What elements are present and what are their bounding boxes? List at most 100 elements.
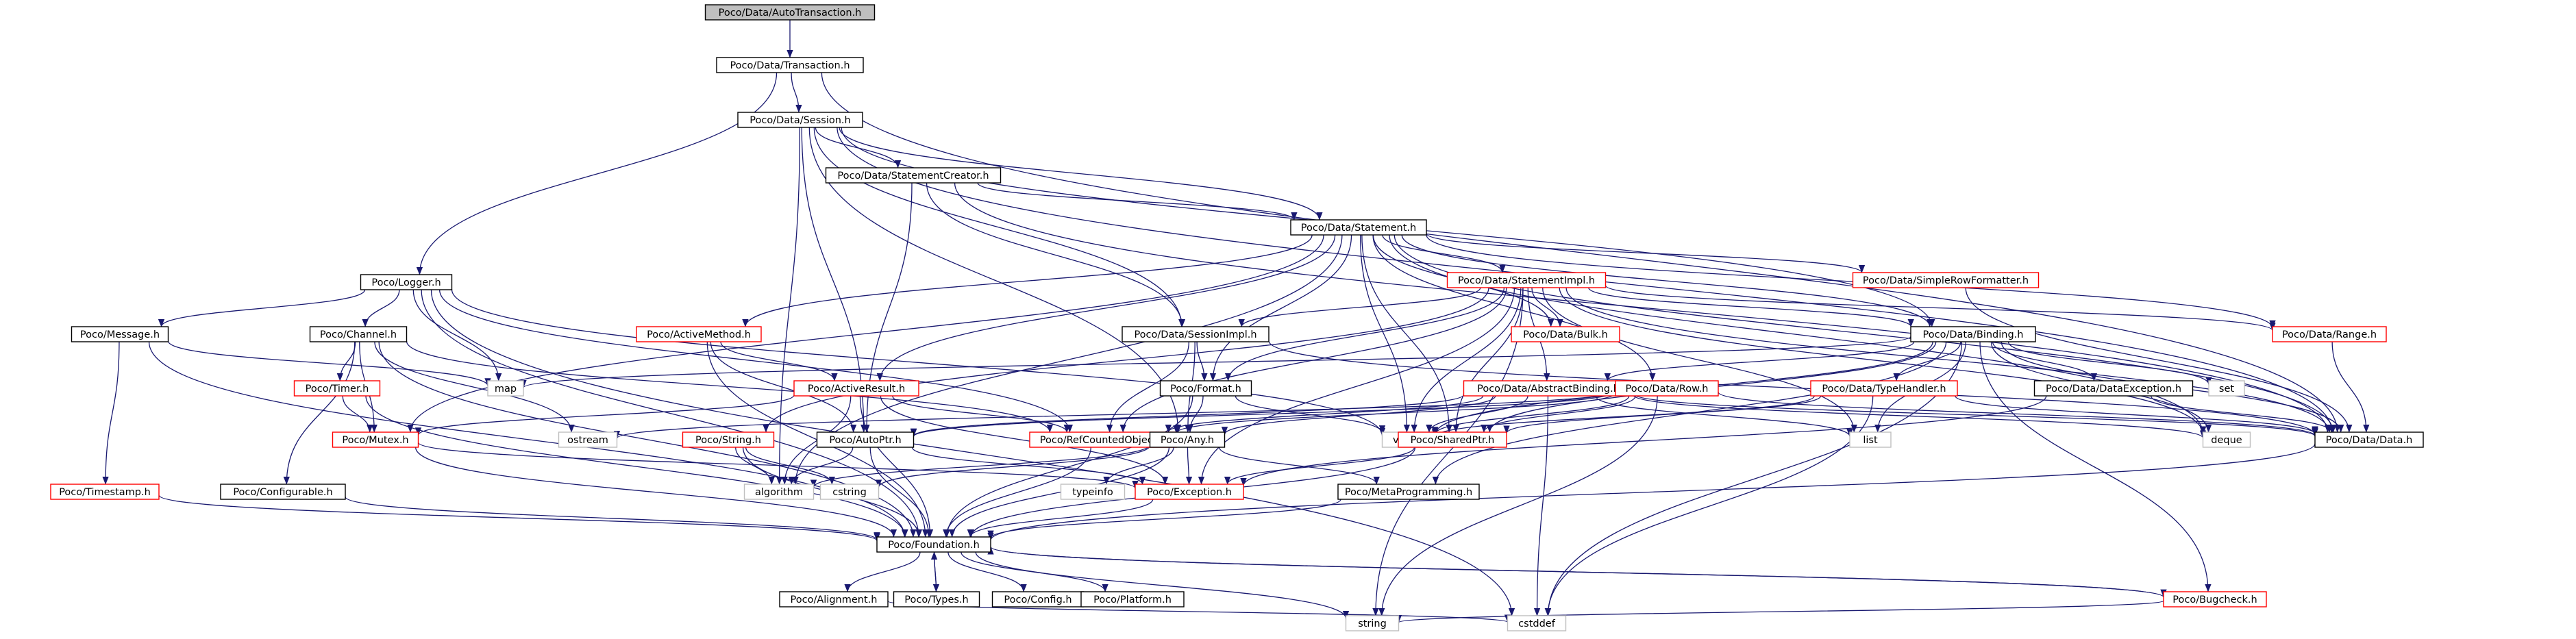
node-label: Poco/Timestamp.h <box>59 487 151 498</box>
node-stmtcreator[interactable]: Poco/Data/StatementCreator.h <box>825 167 1002 184</box>
node-label: Poco/SharedPtr.h <box>1411 435 1495 446</box>
node-typehandler[interactable]: Poco/Data/TypeHandler.h <box>1810 380 1958 397</box>
node-metaprog[interactable]: Poco/MetaProgramming.h <box>1337 484 1480 500</box>
edge-string_h-to-algorithm <box>735 447 775 485</box>
node-deque[interactable]: deque <box>2202 431 2251 448</box>
node-box <box>816 431 915 448</box>
edge-alignment-to-cstddef <box>887 601 1511 623</box>
node-sessionimpl[interactable]: Poco/Data/SessionImpl.h <box>1122 326 1270 342</box>
edge-any-to-typeinfo <box>1103 447 1174 485</box>
node-box <box>2202 431 2251 448</box>
node-activemethod[interactable]: Poco/ActiveMethod.h <box>636 326 762 342</box>
edge-bugcheck-to-foundation <box>987 546 2164 598</box>
node-any[interactable]: Poco/Any.h <box>1149 431 1226 448</box>
node-label: Poco/RefCountedObject.h <box>1040 435 1167 446</box>
node-algorithm[interactable]: algorithm <box>743 484 815 500</box>
edge-foundation-to-string <box>975 551 1350 619</box>
edge-simplerowfmt-to-datadata <box>1965 287 2353 433</box>
edge-stmtimpl-to-binding <box>1588 287 1914 327</box>
edge-logger-to-map <box>412 289 502 381</box>
node-timer[interactable]: Poco/Timer.h <box>293 380 381 397</box>
node-autotransaction[interactable]: Poco/Data/AutoTransaction.h <box>704 4 876 21</box>
edge-any-to-exception <box>1185 447 1193 485</box>
edge-stmtimpl-to-string <box>1372 287 1524 616</box>
node-alignment[interactable]: Poco/Alignment.h <box>779 591 889 607</box>
edge-transaction-to-session <box>791 72 802 113</box>
node-map[interactable]: map <box>487 380 524 397</box>
edge-abstractbinding-to-deque <box>1632 394 2206 438</box>
edge-binding-to-map <box>520 336 1911 388</box>
node-label: Poco/Foundation.h <box>888 540 980 551</box>
node-label: Poco/Timer.h <box>306 384 369 394</box>
node-box <box>716 57 864 73</box>
node-set[interactable]: set <box>2208 380 2245 397</box>
node-refcounted[interactable]: Poco/RefCountedObject.h <box>1029 431 1177 448</box>
node-logger[interactable]: Poco/Logger.h <box>360 274 453 290</box>
node-box <box>825 167 1002 184</box>
node-ostream[interactable]: ostream <box>558 431 618 448</box>
node-label: string <box>1358 618 1387 629</box>
node-label: Poco/Data/Row.h <box>1626 384 1709 394</box>
node-exception[interactable]: Poco/Exception.h <box>1135 484 1244 500</box>
edge-foundation-to-alignment <box>844 551 921 592</box>
node-message[interactable]: Poco/Message.h <box>71 326 169 342</box>
node-sharedptr[interactable]: Poco/SharedPtr.h <box>1398 431 1507 448</box>
node-simplerowfmt[interactable]: Poco/Data/SimpleRowFormatter.h <box>1852 272 2040 288</box>
node-datadata[interactable]: Poco/Data/Data.h <box>2314 431 2424 448</box>
node-bulk[interactable]: Poco/Data/Bulk.h <box>1511 326 1620 342</box>
node-binding[interactable]: Poco/Data/Binding.h <box>1910 326 2036 342</box>
node-typeinfo[interactable]: typeinfo <box>1060 484 1126 500</box>
node-mutex[interactable]: Poco/Mutex.h <box>332 431 419 448</box>
edge-logger-to-foundation <box>421 289 922 538</box>
edge-autoptr-to-algorithm <box>788 447 854 485</box>
node-box <box>360 274 453 290</box>
node-platform[interactable]: Poco/Platform.h <box>1080 591 1185 607</box>
node-session[interactable]: Poco/Data/Session.h <box>737 112 863 128</box>
edge-typehandler-to-cstddef <box>1544 395 1874 616</box>
edge-row-to-sharedptr <box>1481 395 1636 433</box>
edge-binding-to-typehandler <box>1893 341 1961 381</box>
node-channel[interactable]: Poco/Channel.h <box>309 326 408 342</box>
node-string[interactable]: string <box>1345 615 1400 631</box>
node-dataexception[interactable]: Poco/Data/DataException.h <box>2033 380 2194 397</box>
node-cstring[interactable]: cstring <box>819 484 880 500</box>
edge-session-to-algorithm <box>776 127 801 485</box>
node-foundation[interactable]: Poco/Foundation.h <box>876 536 991 553</box>
node-abstractbinding[interactable]: Poco/Data/AbstractBinding.h <box>1463 380 1634 397</box>
node-box <box>1159 380 1252 397</box>
edge-statement-to-row <box>1372 234 1656 381</box>
edge-abstractbinding-to-vector <box>1426 395 1528 433</box>
edge-sharedptr-to-exception <box>1224 447 1415 485</box>
node-label: Poco/ActiveResult.h <box>808 384 905 394</box>
edge-statement-to-activeresult <box>876 234 1336 381</box>
node-config[interactable]: Poco/Config.h <box>991 591 1085 607</box>
edge-refcounted-to-foundation <box>943 447 1091 538</box>
edge-autoptr-to-foundation <box>869 447 932 538</box>
edge-row-to-datadata <box>1718 391 2318 436</box>
edge-stmtimpl-to-string_h <box>763 287 1489 433</box>
node-label: Poco/Any.h <box>1161 435 1214 446</box>
node-cstddef[interactable]: cstddef <box>1507 615 1567 631</box>
node-range[interactable]: Poco/Data/Range.h <box>2272 326 2387 342</box>
node-stmtimpl[interactable]: Poco/Data/StatementImpl.h <box>1446 272 1607 288</box>
edge-abstractbinding-to-autoptr <box>911 394 1465 437</box>
node-activeresult[interactable]: Poco/ActiveResult.h <box>793 380 919 397</box>
node-row[interactable]: Poco/Data/Row.h <box>1615 380 1719 397</box>
node-bugcheck[interactable]: Poco/Bugcheck.h <box>2163 591 2267 607</box>
edge-metaprog-to-foundation <box>987 499 1341 539</box>
node-configurable[interactable]: Poco/Configurable.h <box>220 484 346 500</box>
node-format[interactable]: Poco/Format.h <box>1159 380 1252 397</box>
edge-mutex-to-foundation <box>414 447 897 538</box>
edge-statement-to-binding <box>1401 234 1933 327</box>
node-label: Poco/Data/Session.h <box>750 115 850 126</box>
edge-message-to-timestamp <box>102 341 120 485</box>
node-statement[interactable]: Poco/Data/Statement.h <box>1290 219 1427 236</box>
node-string_h[interactable]: Poco/String.h <box>682 431 775 448</box>
node-label: typeinfo <box>1072 487 1113 498</box>
node-timestamp[interactable]: Poco/Timestamp.h <box>50 484 160 500</box>
node-list[interactable]: list <box>1849 431 1892 448</box>
node-types[interactable]: Poco/Types.h <box>893 591 980 607</box>
node-transaction[interactable]: Poco/Data/Transaction.h <box>716 57 864 73</box>
edge-row-to-autoptr <box>911 391 1616 438</box>
node-autoptr[interactable]: Poco/AutoPtr.h <box>816 431 915 448</box>
